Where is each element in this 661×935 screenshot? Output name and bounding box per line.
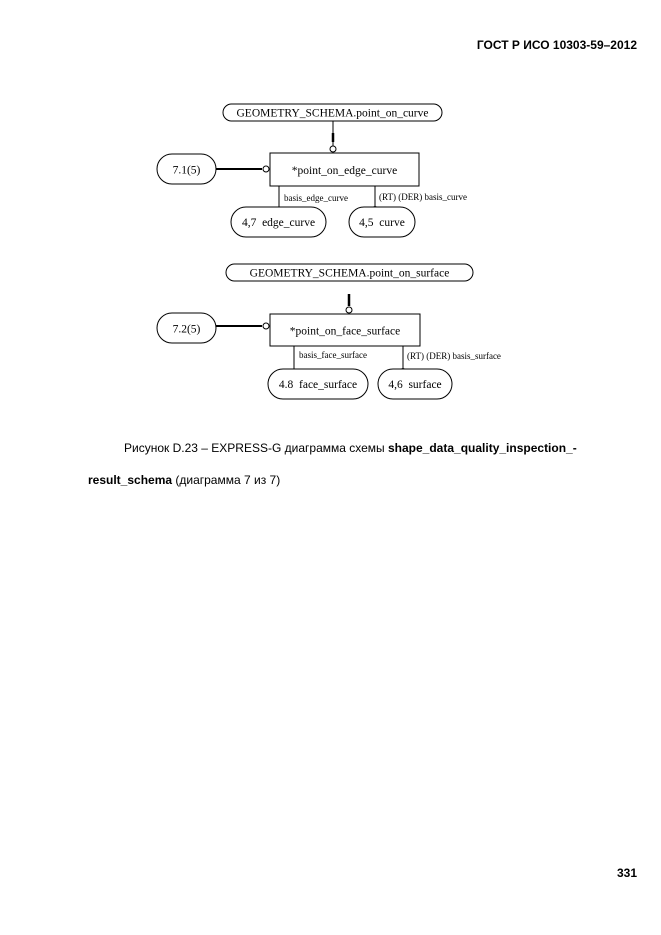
target-label-curve: 4,5 curve — [359, 217, 405, 229]
schema-reference-point-on-surface: GEOMETRY_SCHEMA.point_on_surface — [225, 263, 474, 282]
target-curve — [348, 206, 416, 238]
figure-caption-line-1: Рисунок D.23 – EXPRESS-G диаграмма схемы… — [0, 441, 661, 455]
attribute-label-basis-face-surface: basis_face_surface — [299, 350, 367, 360]
attribute-label-basis-surface: (RT) (DER) basis_surface — [407, 351, 501, 361]
diagram-point-on-surface: GEOMETRY_SCHEMA.point_on_surface *point_… — [156, 263, 501, 400]
schema-reference-label: GEOMETRY_SCHEMA.point_on_curve — [237, 108, 429, 120]
page-reference-7-2-5 — [156, 312, 217, 344]
entity-label: *point_on_edge_curve — [292, 165, 397, 177]
figure-caption-line-2: result_schema (диаграмма 7 из 7) — [0, 473, 661, 487]
page-reference-label: 7.2(5) — [173, 324, 201, 336]
page-reference-label: 7.1(5) — [173, 165, 201, 177]
schema-reference-point-on-curve: GEOMETRY_SCHEMA.point_on_curve — [222, 103, 443, 122]
supertype-circle — [329, 145, 337, 153]
supertype-circle — [345, 306, 353, 314]
page-number: 331 — [616, 866, 637, 880]
target-edge-curve — [230, 206, 327, 238]
caption-schema-name-part1: shape_data_quality_inspection_- — [388, 441, 577, 455]
target-label-face-surface: 4.8 face_surface — [279, 379, 357, 391]
target-label-edge-curve: 4,7 edge_curve — [242, 217, 315, 229]
schema-reference-label: GEOMETRY_SCHEMA.point_on_surface — [250, 268, 450, 280]
attribute-label-basis-curve: (RT) (DER) basis_curve — [379, 192, 467, 202]
diagram-point-on-curve: GEOMETRY_SCHEMA.point_on_curve *point_on… — [156, 103, 467, 238]
attribute-label-basis-edge-curve: basis_edge_curve — [284, 193, 348, 203]
target-face-surface — [267, 368, 369, 400]
page-reference-circle — [262, 165, 270, 173]
entity-label: *point_on_face_surface — [290, 326, 400, 338]
document-id-header: ГОСТ Р ИСО 10303-59–2012 — [476, 38, 637, 52]
page-reference-circle — [262, 322, 270, 330]
caption-suffix: (диаграмма 7 из 7) — [172, 473, 281, 487]
target-surface — [377, 368, 453, 400]
caption-prefix: Рисунок D.23 – EXPRESS-G диаграмма схемы — [124, 441, 388, 455]
entity-box-point-on-face-surface — [269, 313, 421, 347]
target-label-surface: 4,6 surface — [388, 379, 441, 391]
caption-schema-name-part2: result_schema — [88, 473, 173, 487]
entity-box-point-on-edge-curve — [269, 152, 420, 187]
express-g-diagram: GEOMETRY_SCHEMA.point_on_curve *point_on… — [156, 103, 501, 400]
